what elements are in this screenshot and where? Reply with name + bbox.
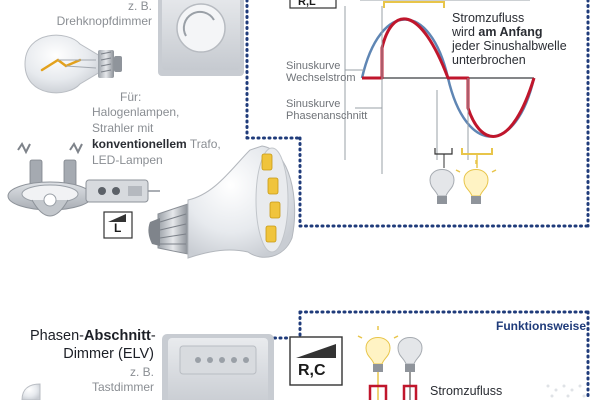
bottom-title-line2: Dimmer (ELV)	[63, 346, 154, 362]
sine-label-1-line1: Sinuskurve	[286, 60, 341, 72]
led-bulb-on-icon-bottom	[357, 326, 399, 372]
halogen-bulb-icon	[24, 34, 122, 94]
rotary-dimmer-switch	[158, 0, 244, 76]
rotary-dimmer-type-label: Drehknopfdimmer	[56, 14, 152, 28]
waveform-diagram	[344, 0, 536, 174]
for-label: Für:	[120, 90, 142, 104]
load-partial-letters: R,L	[298, 0, 316, 8]
push-button-dimmer-switch	[162, 334, 274, 400]
bottom-dimmer-example-label: z. B.	[129, 365, 154, 379]
bottom-flow-line-1: Stromzufluss	[430, 384, 503, 398]
faded-dot-pattern	[546, 384, 586, 398]
bottom-title-line1: Phasen-Abschnitt-	[30, 328, 156, 345]
inductive-load-symbol	[103, 211, 133, 239]
sine-wave-phase-cut	[362, 17, 536, 138]
bottom-title-part2: -	[150, 328, 156, 344]
sine-label-2-line1: Sinuskurve	[286, 98, 341, 110]
function-label: Funktionsweise	[496, 319, 587, 333]
bulb-partial-bottom-left	[21, 383, 41, 400]
use-spot: Strahler mit	[92, 121, 154, 135]
sine-label-2-line2: Phasenanschnitt	[286, 110, 368, 122]
use-halogen: Halogenlampen,	[92, 105, 180, 119]
led-bulb-on-icon	[455, 160, 497, 204]
flow-line-4: unterbrochen	[452, 53, 526, 67]
top-dotted-frame	[245, 0, 590, 228]
load-symbol-box-partial	[289, 0, 337, 9]
use-trafo: konventionellem Trafo,	[92, 137, 221, 152]
capacitive-load-symbol	[289, 336, 343, 386]
push-dimmer-type-label: Tastdimmer	[91, 380, 154, 394]
capacitive-load-letters: R,C	[298, 362, 326, 379]
sine-label-1-line2: Wechselstrom	[286, 72, 356, 84]
flow-line-2-bold: am Anfang	[478, 25, 543, 39]
led-reflector-bulb-icon	[148, 145, 296, 259]
use-led: LED-Lampen	[92, 153, 163, 167]
halogen-spot-icon	[7, 142, 93, 217]
transformer-icon	[85, 179, 160, 203]
led-bulb-off-icon-bottom	[397, 337, 423, 372]
dimmer-example-label: z. B.	[127, 0, 152, 13]
trafo-rest-text: Trafo,	[189, 137, 221, 151]
bottom-waveform-fragment	[368, 372, 418, 400]
trafo-bold-text: konventionellem	[92, 137, 187, 151]
flow-line-2-pre: wird	[452, 25, 475, 39]
flow-line-1: Stromzufluss	[452, 11, 525, 25]
bottom-title-part1: Phasen-	[30, 328, 85, 344]
bottom-title-bold: Abschnitt	[84, 328, 151, 344]
inductive-load-letter: L	[114, 221, 122, 235]
flow-line-2: wird am Anfang	[452, 25, 543, 39]
flow-line-3: jeder Sinushalbwelle	[452, 39, 567, 53]
led-bulb-off-icon	[429, 169, 455, 204]
